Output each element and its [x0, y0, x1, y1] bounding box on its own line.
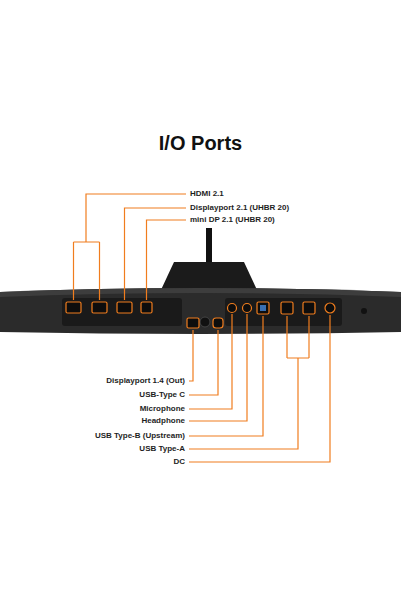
port-label: USB Type-B (Upstream) — [95, 431, 185, 441]
port-label: Displayport 2.1 (UHBR 20) — [190, 203, 289, 213]
lock-slot — [200, 317, 210, 327]
port-label: DC — [173, 457, 185, 467]
screw-hole — [361, 308, 367, 314]
port-label: USB-Type C — [139, 390, 185, 400]
leader-lines — [74, 194, 331, 462]
mic-jack — [228, 304, 237, 313]
dp-out-port — [187, 318, 199, 328]
leader-line — [147, 220, 187, 300]
headphone-jack — [243, 304, 252, 313]
usb-b-port — [257, 302, 269, 314]
leader-line — [189, 316, 309, 449]
port-label: Headphone — [141, 416, 185, 426]
port-label: mini DP 2.1 (UHBR 20) — [190, 215, 275, 225]
stand-pole — [206, 228, 212, 264]
leader-line — [189, 315, 330, 462]
port-label: HDMI 2.1 — [190, 189, 224, 199]
port-label: USB Type-A — [139, 444, 185, 454]
hdmi-port — [92, 302, 107, 313]
leader-line — [125, 208, 187, 300]
hdmi-port — [66, 302, 81, 313]
mini-dp-port — [141, 302, 152, 313]
leader-line — [189, 330, 218, 395]
monitor-body — [0, 288, 401, 334]
port-panel — [62, 298, 182, 326]
port-label: Displayport 1.4 (Out) — [106, 376, 185, 386]
dp-port — [117, 302, 132, 313]
usb-b-insert — [260, 305, 266, 311]
leader-line — [189, 314, 247, 421]
usb-a-port — [303, 302, 315, 314]
usb-c-port — [213, 318, 223, 328]
port-panel — [225, 298, 342, 326]
port-label: Microphone — [140, 404, 185, 414]
leader-line — [189, 314, 232, 409]
usb-a-port — [281, 302, 293, 314]
body-edge — [0, 288, 401, 297]
leader-line — [189, 316, 263, 436]
ports — [66, 302, 335, 328]
title: I/O Ports — [0, 131, 401, 155]
stand-neck — [160, 262, 258, 292]
leader-line — [74, 194, 187, 300]
leader-line — [189, 330, 193, 381]
dc-jack — [325, 303, 335, 313]
